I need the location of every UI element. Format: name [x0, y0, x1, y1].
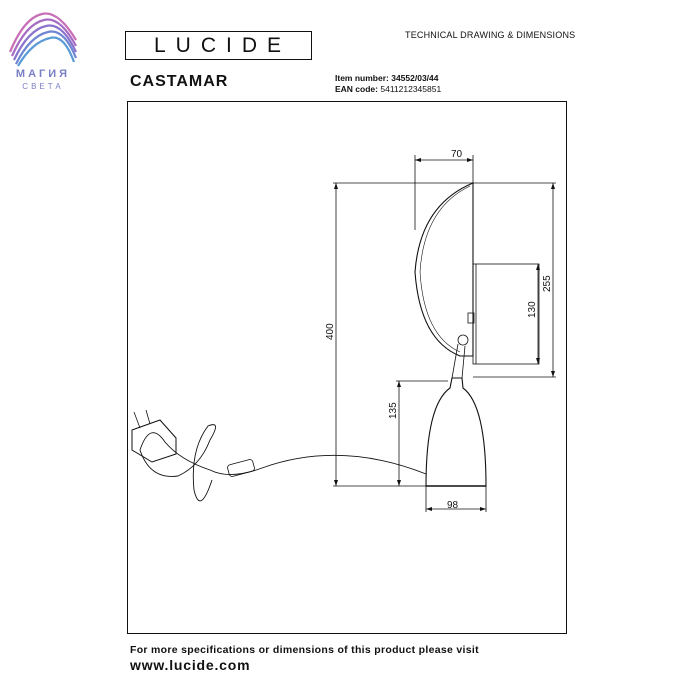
item-number-label: Item number:: [335, 73, 389, 83]
dim-400-label: 400: [325, 323, 336, 340]
lucide-logo: LUCIDE: [153, 34, 292, 57]
drawing-frame: [127, 101, 567, 634]
item-number: Item number: 34552/03/44: [335, 73, 439, 83]
ean-code-value: 5411212345851: [380, 84, 442, 94]
joint-bracket: [467, 312, 475, 324]
dim-98-label: 98: [447, 500, 459, 511]
footer-note: For more specifications or dimensions of…: [130, 644, 479, 656]
item-number-value: 34552/03/44: [391, 73, 439, 83]
dim-130-label: 130: [527, 301, 538, 318]
lamp-shade-inner: [419, 185, 471, 353]
dim-255-label: 255: [542, 275, 553, 292]
website-link[interactable]: www.lucide.com: [130, 657, 251, 673]
lamp-joint: [457, 334, 469, 346]
brand-subtitle: СВЕТА: [22, 82, 64, 91]
ean-code: EAN code: 5411212345851: [335, 84, 441, 94]
plug-prong-1: [133, 411, 141, 429]
wall-plate: [472, 263, 540, 365]
dim-arrows: [334, 158, 555, 511]
ean-code-label: EAN code:: [335, 84, 378, 94]
lucide-logo-box: [125, 31, 312, 60]
lamp-shade: [414, 182, 474, 357]
brand-logo: [8, 12, 78, 67]
dim-70-label: 70: [451, 149, 463, 160]
document-title: TECHNICAL DRAWING & DIMENSIONS: [405, 30, 576, 40]
lamp-base: [425, 377, 487, 487]
product-name: CASTAMAR: [130, 73, 229, 90]
power-cable: [139, 424, 427, 502]
plug-prong-2: [145, 409, 151, 425]
dim-135-label: 135: [388, 402, 399, 419]
inline-switch: [227, 459, 255, 477]
arm-line: [451, 343, 459, 379]
arm-line-2: [461, 345, 466, 379]
brand-name: МАГИЯ: [15, 68, 71, 80]
power-plug: [131, 419, 177, 463]
